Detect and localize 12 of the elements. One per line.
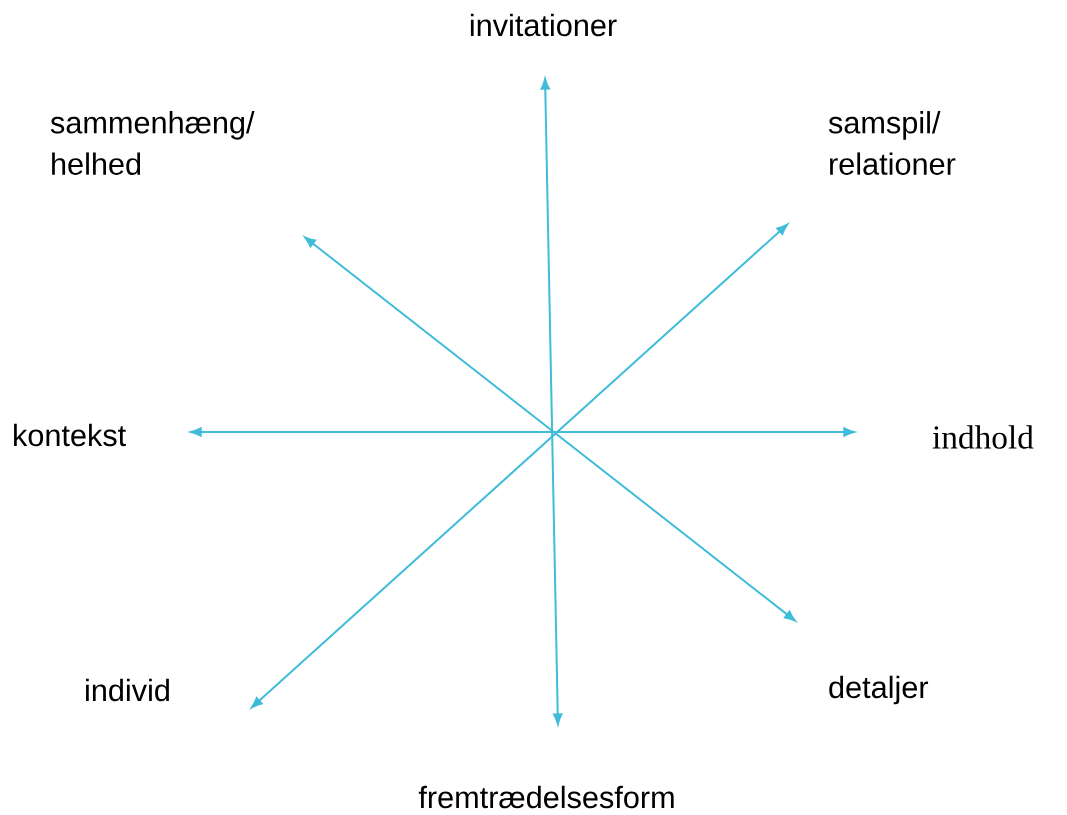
node-label: kontekst xyxy=(14,423,126,447)
node-label: fremtrædelsesform xyxy=(418,785,674,809)
node-label: indhold xyxy=(932,425,1034,449)
node-label: invitationer xyxy=(470,13,617,37)
node-label: individ xyxy=(86,678,169,702)
node-label: sammenhæng/ helhed xyxy=(50,111,255,175)
node-label: detaljer xyxy=(829,675,929,705)
double-arrow xyxy=(190,427,855,437)
double-arrow xyxy=(304,236,796,622)
double-arrow xyxy=(540,78,563,725)
double-arrow xyxy=(251,223,788,709)
node-label: samspil/ relationer xyxy=(828,111,956,175)
